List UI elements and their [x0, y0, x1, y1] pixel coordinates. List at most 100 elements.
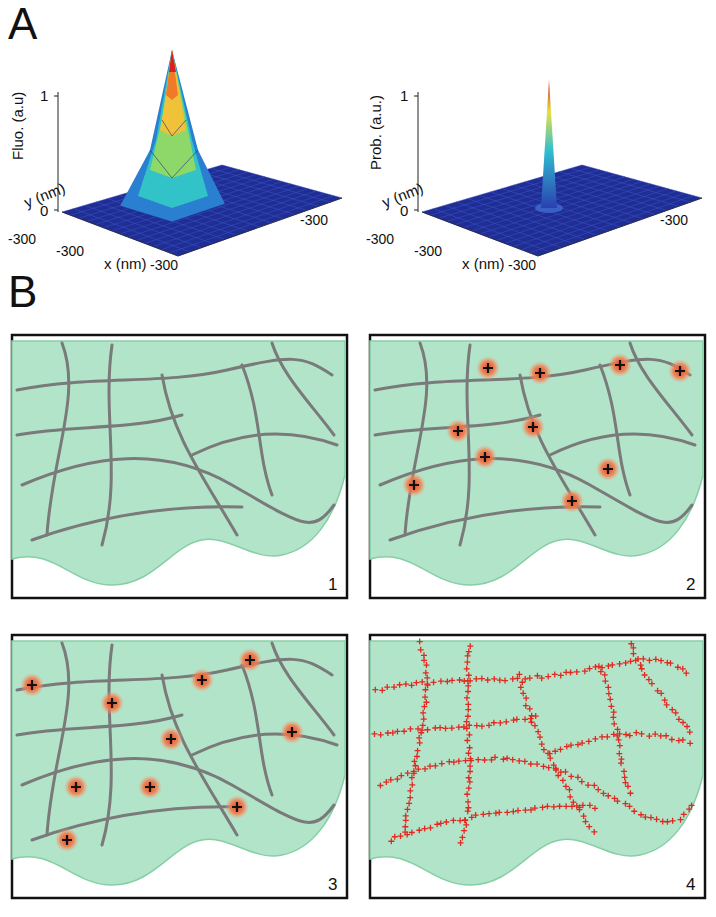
localization-mark — [615, 726, 621, 732]
localization-mark — [528, 761, 534, 767]
localization-mark — [618, 760, 624, 766]
localization-mark — [527, 706, 533, 712]
localization-mark — [465, 683, 471, 689]
localization-mark — [404, 806, 410, 812]
surface-grid — [513, 191, 676, 247]
localization-mark — [458, 840, 464, 846]
localization-mark — [424, 675, 430, 681]
localization-mark — [419, 727, 425, 733]
cell-panel-3 — [12, 635, 347, 898]
tick-label: 0 — [40, 203, 48, 218]
localization-mark — [576, 807, 582, 813]
localization-mark — [658, 658, 664, 664]
localization-mark — [444, 679, 450, 685]
localization-mark — [592, 736, 598, 742]
localization-mark — [457, 677, 463, 683]
localization-mark — [649, 681, 655, 687]
localization-mark — [654, 816, 660, 822]
localization-mark — [595, 787, 601, 793]
localization-mark — [497, 720, 503, 726]
panel-number: 2 — [686, 576, 695, 593]
localization-mark — [467, 763, 473, 769]
localization-mark — [683, 670, 689, 676]
panel-number: 1 — [328, 576, 337, 593]
localization-mark — [607, 696, 613, 702]
localization-mark — [392, 834, 398, 840]
localization-mark — [653, 656, 659, 662]
localization-mark — [611, 721, 617, 727]
localization-mark — [567, 794, 573, 800]
tick-label: -300 — [56, 244, 84, 258]
localization-mark — [427, 763, 433, 769]
localization-mark — [591, 782, 597, 788]
localization-mark — [534, 761, 540, 767]
localization-mark — [639, 731, 645, 737]
localization-mark — [640, 656, 646, 662]
localization-mark — [605, 663, 611, 669]
localization-mark — [563, 803, 569, 809]
localization-mark — [623, 732, 629, 738]
localization-mark — [438, 678, 444, 684]
localization-mark — [558, 672, 564, 678]
localization-mark — [545, 674, 551, 680]
localization-mark — [602, 678, 608, 684]
localization-mark — [467, 768, 473, 774]
probability-surface — [414, 80, 702, 256]
localization-mark — [417, 740, 423, 746]
localization-mark — [437, 725, 443, 731]
localization-mark — [627, 790, 633, 796]
localization-mark — [625, 783, 631, 789]
surface-grid — [502, 189, 620, 228]
surface-grid — [505, 189, 668, 244]
localization-mark — [510, 757, 516, 763]
localization-mark — [630, 645, 636, 651]
localization-mark — [403, 681, 409, 687]
localization-mark — [371, 731, 377, 737]
surface-grid — [513, 185, 631, 223]
localization-mark — [500, 756, 506, 762]
localization-mark — [635, 656, 641, 662]
localization-mark — [689, 802, 695, 808]
localization-mark — [669, 736, 675, 742]
localization-mark — [401, 728, 407, 734]
localization-mark — [687, 729, 693, 735]
localization-mark — [522, 758, 528, 764]
localization-mark — [684, 724, 690, 730]
localization-mark — [384, 684, 390, 690]
localization-mark — [420, 722, 426, 728]
localization-mark — [648, 815, 654, 821]
localization-mark — [465, 688, 471, 694]
localization-mark — [379, 687, 385, 693]
panel-number: 4 — [686, 876, 695, 893]
localization-mark — [599, 665, 605, 671]
localization-mark — [407, 795, 413, 801]
localization-mark — [596, 663, 602, 669]
localization-mark — [664, 702, 670, 708]
surface-grid — [488, 184, 650, 237]
localization-mark — [398, 833, 404, 839]
localization-mark — [652, 731, 658, 737]
localization-mark — [413, 680, 419, 686]
localization-mark — [575, 774, 581, 780]
localization-mark — [411, 758, 417, 764]
localization-mark — [464, 737, 470, 743]
localization-mark — [563, 783, 569, 789]
localization-mark — [398, 773, 404, 779]
localization-mark — [466, 722, 472, 728]
localization-mark — [587, 666, 593, 672]
localization-mark — [406, 800, 412, 806]
localization-mark — [516, 758, 522, 764]
localization-mark — [493, 810, 499, 816]
cell-panel-2 — [370, 335, 705, 598]
localization-mark — [450, 817, 456, 823]
localization-mark — [461, 724, 467, 730]
localization-mark — [678, 817, 684, 823]
localization-mark — [664, 819, 670, 825]
localization-mark — [630, 651, 636, 657]
localization-mark — [378, 732, 384, 738]
localization-mark — [598, 669, 604, 675]
localization-mark — [467, 643, 473, 649]
localization-mark — [474, 723, 480, 729]
localization-mark — [388, 777, 394, 783]
localization-mark — [552, 748, 558, 754]
